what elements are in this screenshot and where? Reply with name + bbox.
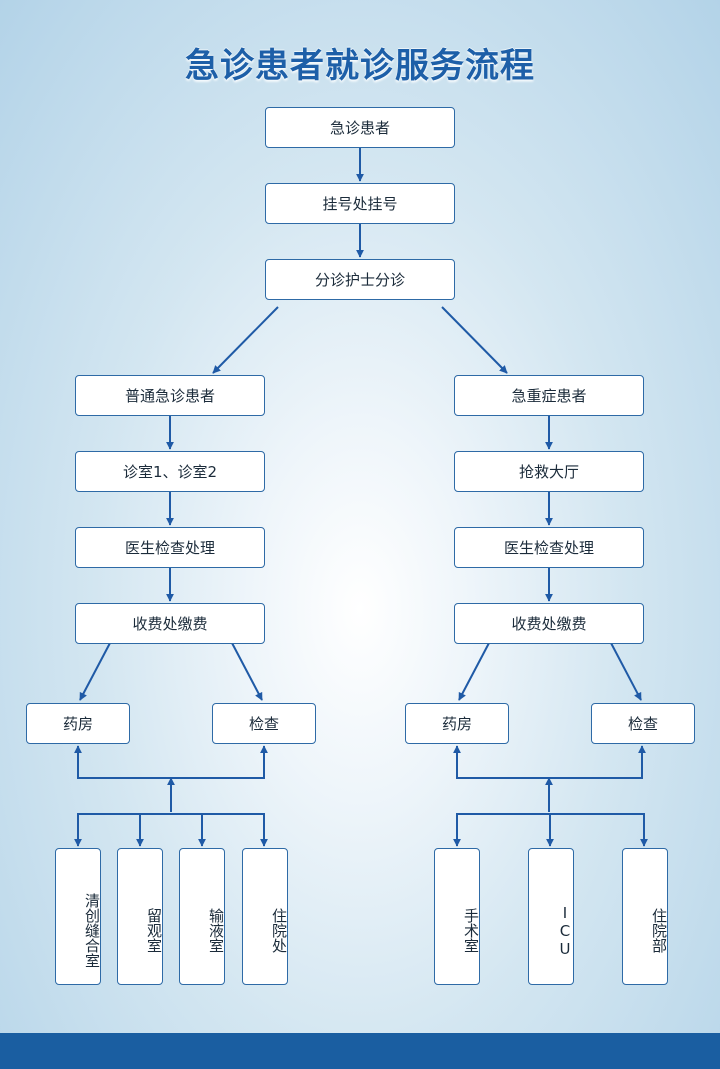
connector-right-upper [453,745,646,779]
arrow-left-payment-exam [231,642,263,701]
node-right-doctor: 医生检查处理 [454,527,644,568]
node-left-doctor: 医生检查处理 [75,527,265,568]
page-title: 急诊患者就诊服务流程 [185,46,535,86]
node-left-dest-admission: 住院处 [242,848,288,985]
footer-bar [0,1033,720,1069]
node-patient: 急诊患者 [265,107,455,148]
connector-left-lower [74,813,268,847]
connector-left-upper [74,745,268,779]
node-left-dest-infusion: 输液室 [179,848,225,985]
node-left-exam: 检查 [212,703,316,744]
node-left-clinic: 诊室1、诊室2 [75,451,265,492]
arrow-triage-right [441,306,508,374]
node-right-category: 急重症患者 [454,375,644,416]
node-right-dest-icu: ICU [528,848,574,985]
node-left-dest-debridement: 清创缝合室 [55,848,101,985]
node-right-exam: 检查 [591,703,695,744]
node-register: 挂号处挂号 [265,183,455,224]
node-left-category: 普通急诊患者 [75,375,265,416]
arrow-left-payment-pharmacy [79,642,111,701]
node-right-dest-surgery: 手术室 [434,848,480,985]
arrow-right-payment-exam [610,642,642,701]
arrow-right-payment-pharmacy [458,642,490,701]
node-left-payment: 收费处缴费 [75,603,265,644]
node-triage: 分诊护士分诊 [265,259,455,300]
node-right-payment: 收费处缴费 [454,603,644,644]
node-right-dest-inpatient: 住院部 [622,848,668,985]
node-left-dest-observation: 留观室 [117,848,163,985]
node-right-rescue: 抢救大厅 [454,451,644,492]
node-left-pharmacy: 药房 [26,703,130,744]
arrow-triage-left [212,306,279,374]
node-right-pharmacy: 药房 [405,703,509,744]
